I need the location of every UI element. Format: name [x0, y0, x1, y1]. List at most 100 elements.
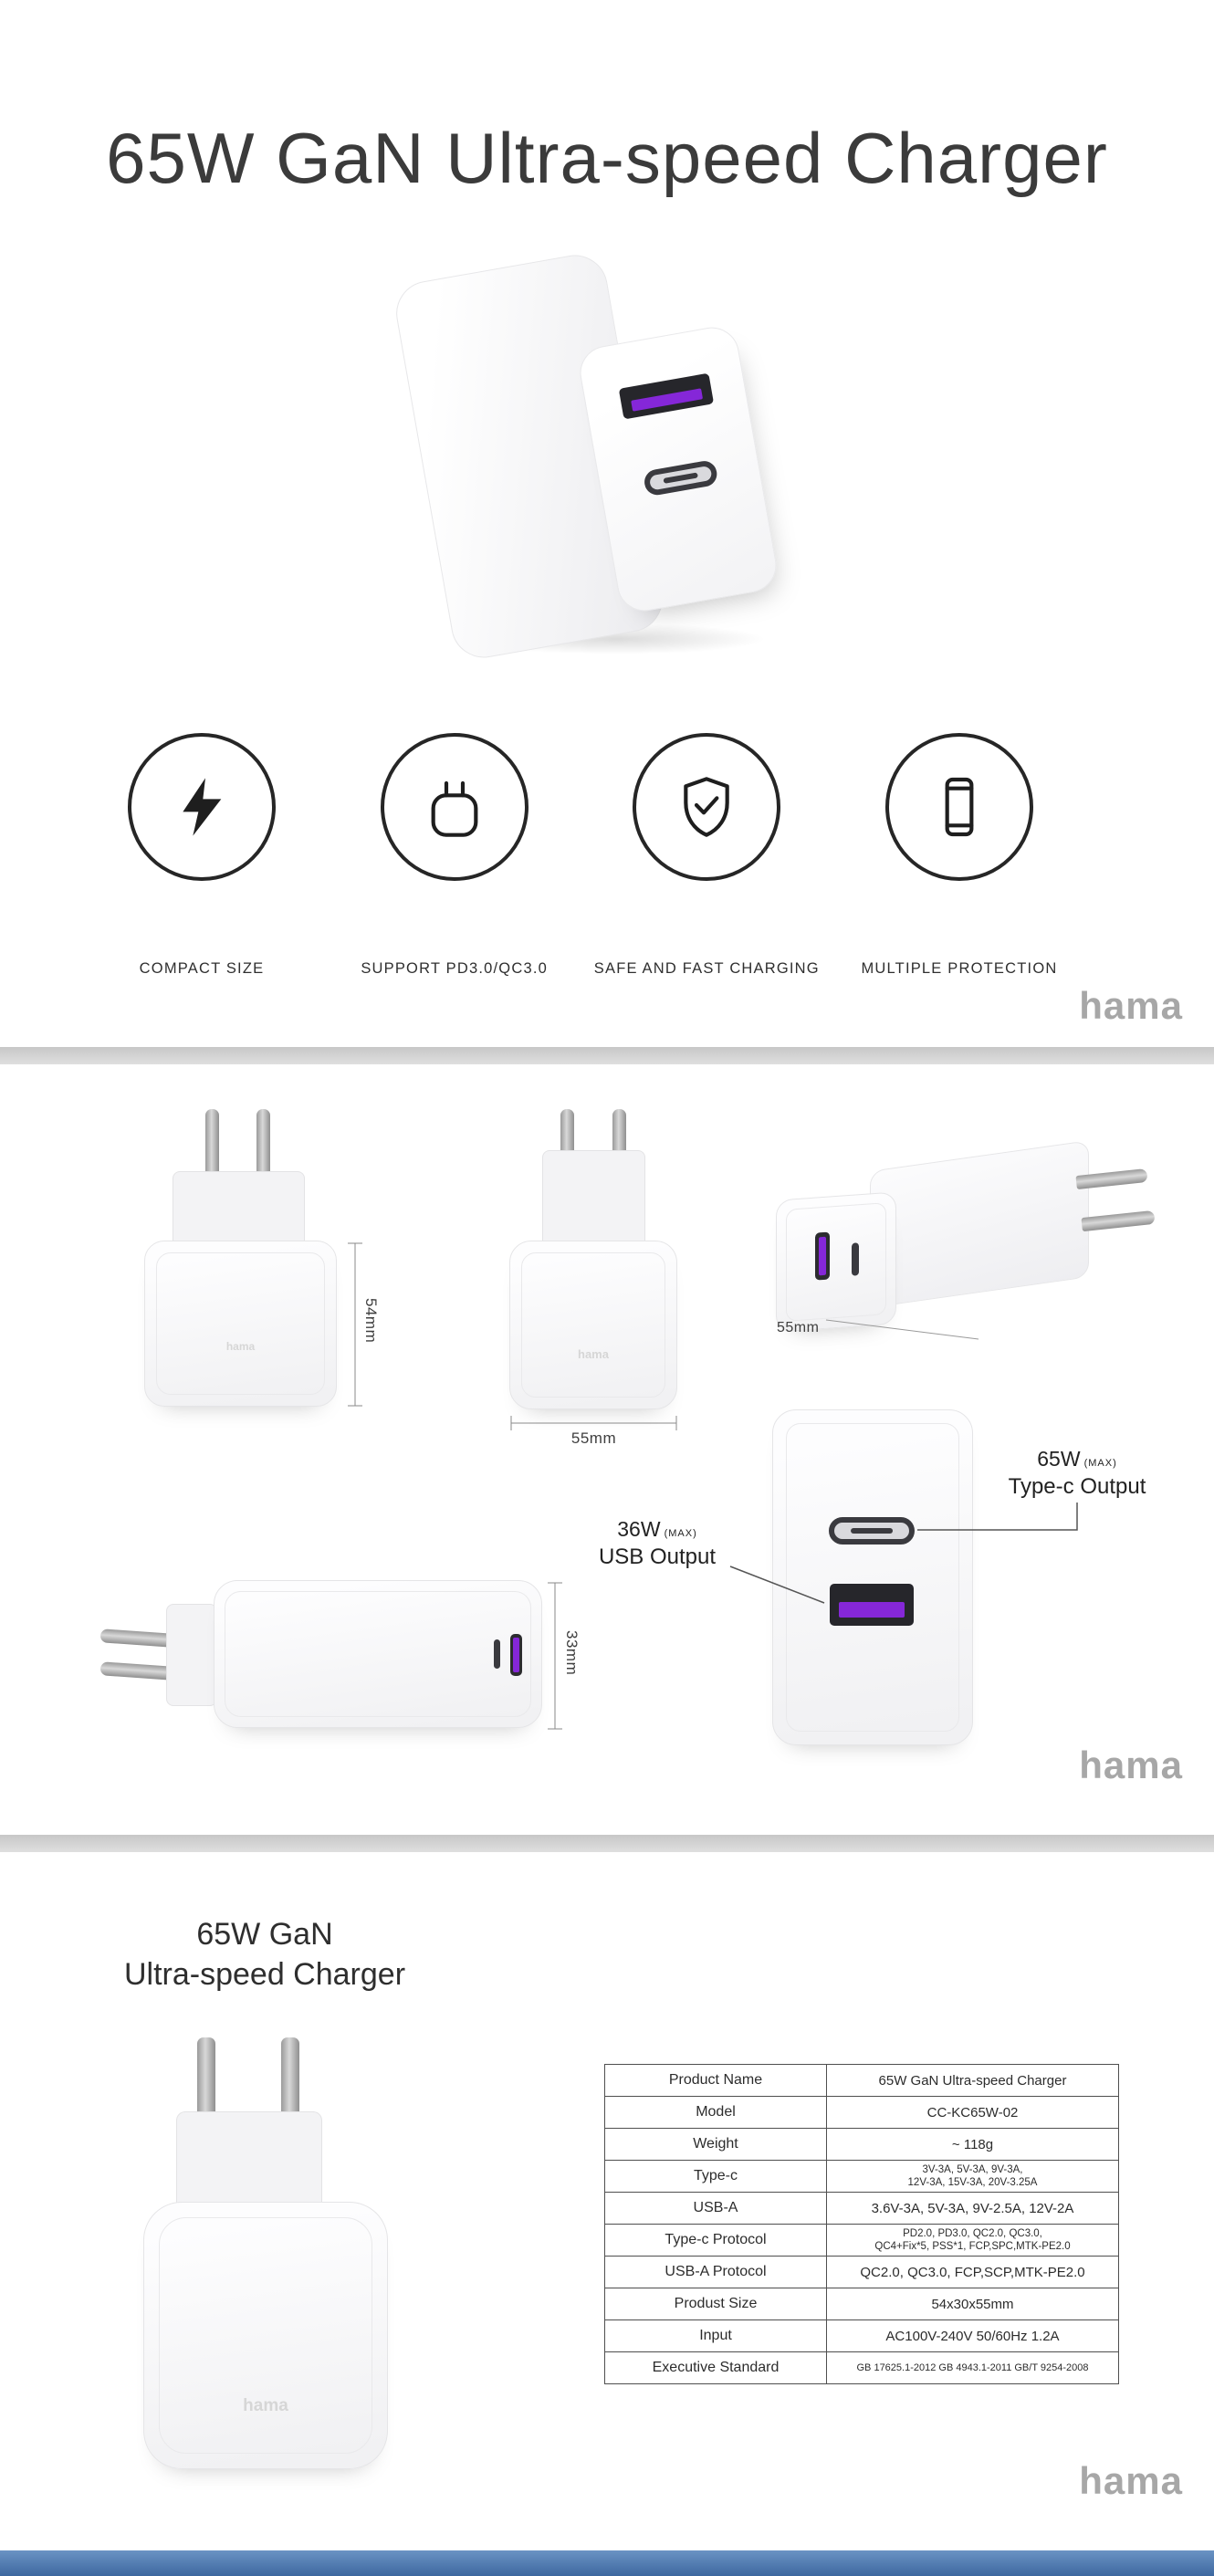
charger-body: hama	[144, 1241, 337, 1407]
power-value: 65W	[1037, 1447, 1081, 1471]
usb-c-port	[494, 1639, 500, 1669]
plug-pin	[256, 1109, 270, 1182]
feature-label: MULTIPLE PROTECTION	[861, 960, 1058, 977]
shield-check-icon	[684, 777, 730, 837]
brand-logo: hama	[1079, 2459, 1183, 2502]
spec-value: 54x30x55mm	[826, 2288, 1119, 2320]
hero-product-image	[391, 249, 817, 666]
brand-logo: hama	[1079, 1744, 1183, 1786]
usb-c-port	[829, 1517, 915, 1545]
brand-logo: hama	[1079, 984, 1183, 1027]
spec-table: Product Name 65W GaN Ultra-speed Charger…	[604, 2064, 1119, 2384]
footer-bar	[0, 2550, 1214, 2576]
spec-label: Produst Size	[604, 2288, 827, 2320]
spec-label: Product Name	[604, 2064, 827, 2097]
feature-item-compact-size: COMPACT SIZE	[83, 733, 320, 978]
lightning-icon	[183, 778, 222, 836]
feature-label: SAFE AND FAST CHARGING	[593, 960, 820, 977]
feature-circle	[128, 733, 276, 881]
spec-value: GB 17625.1-2012 GB 4943.1-2011 GB/T 9254…	[826, 2351, 1119, 2384]
usb-output-label: USB Output	[598, 1545, 717, 1569]
table-row: Weight ~ 118g	[604, 2128, 1119, 2161]
section-divider	[0, 1047, 1214, 1064]
spec-label: Weight	[604, 2128, 827, 2161]
smartphone-icon	[945, 777, 974, 837]
brand-mark: hama	[225, 1340, 256, 1353]
feature-circle	[884, 733, 1033, 881]
usb-output-power: 36W(MAX)	[584, 1517, 730, 1542]
charger-side-view: hama	[141, 1109, 361, 1410]
charger-body	[870, 1140, 1089, 1308]
feature-item-pd-qc: SUPPORT PD3.0/QC3.0	[336, 733, 573, 978]
spec-value: PD2.0, PD3.0, QC2.0, QC3.0, QC4+Fix*5, P…	[826, 2224, 1119, 2257]
typec-output-callout: 65W(MAX) Type-c Output	[990, 1447, 1164, 1500]
charger-front-face	[776, 1191, 896, 1333]
spec-value: ~ 118g	[826, 2128, 1119, 2161]
feature-label: SUPPORT PD3.0/QC3.0	[361, 960, 548, 977]
plug-pin	[281, 2037, 299, 2118]
page-title: 65W GaN Ultra-speed Charger	[106, 118, 1108, 198]
feature-item-safe-charging: SAFE AND FAST CHARGING	[588, 733, 825, 978]
specs-title: 65W GaN Ultra-speed Charger	[64, 1915, 466, 1995]
table-row: Type-c Protocol PD2.0, PD3.0, QC2.0, QC3…	[604, 2224, 1119, 2257]
table-row: USB-A Protocol QC2.0, QC3.0, FCP,SCP,MTK…	[604, 2256, 1119, 2288]
plug-base	[173, 1171, 305, 1244]
usb-a-port	[618, 372, 715, 420]
spec-value: 3V-3A, 5V-3A, 9V-3A, 12V-3A, 15V-3A, 20V…	[826, 2160, 1119, 2193]
charger-body: hama	[143, 2202, 388, 2469]
plug-pin	[1081, 1209, 1156, 1232]
plug-pin	[99, 1628, 174, 1648]
usb-c-port	[642, 458, 719, 497]
spec-label: Model	[604, 2096, 827, 2129]
brand-mark: hama	[578, 1347, 609, 1361]
feature-item-protection: MULTIPLE PROTECTION	[841, 733, 1078, 978]
dim-thickness-label: 33mm	[563, 1630, 581, 1676]
table-row: Produst Size 54x30x55mm	[604, 2288, 1119, 2320]
spec-value: QC2.0, QC3.0, FCP,SCP,MTK-PE2.0	[826, 2256, 1119, 2288]
spec-label: Type-c	[604, 2160, 827, 2193]
feature-circle	[633, 733, 781, 881]
spec-label: USB-A	[604, 2192, 827, 2225]
plug-pin	[205, 1109, 219, 1182]
usb-output-callout: 36W(MAX) USB Output	[584, 1517, 730, 1570]
usb-c-port	[852, 1242, 859, 1276]
spec-value: 3.6V-3A, 5V-3A, 9V-2.5A, 12V-2A	[826, 2192, 1119, 2225]
spec-label: Input	[604, 2319, 827, 2352]
spec-value: AC100V-240V 50/60Hz 1.2A	[826, 2319, 1119, 2352]
usb-a-port	[510, 1634, 522, 1676]
feature-label: COMPACT SIZE	[139, 960, 265, 977]
table-row: Input AC100V-240V 50/60Hz 1.2A	[604, 2319, 1119, 2352]
typec-output-label: Type-c Output	[1008, 1474, 1146, 1499]
table-row: Executive Standard GB 17625.1-2012 GB 49…	[604, 2351, 1119, 2384]
usb-a-port	[815, 1231, 830, 1281]
specs-title-line2: Ultra-speed Charger	[123, 1956, 406, 1992]
feature-circle	[380, 733, 529, 881]
feature-row: COMPACT SIZE SUPPORT PD3.0/QC3.0 SAFE AN…	[83, 733, 1078, 978]
charger-angled-view	[771, 1140, 1164, 1345]
max-note: (MAX)	[1083, 1458, 1117, 1469]
spec-value: CC-KC65W-02	[826, 2096, 1119, 2129]
specs-title-line1: 65W GaN	[196, 1917, 333, 1952]
plug-base	[542, 1150, 645, 1244]
plug-pin	[197, 2037, 215, 2118]
plug-base	[166, 1604, 217, 1706]
dim-height-label: 54mm	[362, 1298, 380, 1344]
charger-front-view: hama	[509, 1109, 683, 1410]
dim-depth-label: 55mm	[777, 1320, 820, 1335]
table-row: Type-c 3V-3A, 5V-3A, 9V-3A, 12V-3A, 15V-…	[604, 2160, 1119, 2193]
table-row: Product Name 65W GaN Ultra-speed Charger	[604, 2064, 1119, 2097]
charger-body: hama	[509, 1241, 677, 1409]
plug-pin	[99, 1661, 174, 1681]
section-divider	[0, 1835, 1214, 1852]
spec-label: Type-c Protocol	[604, 2224, 827, 2257]
plug-pin	[612, 1109, 626, 1157]
specs-product-image: hama	[137, 2037, 392, 2476]
power-value: 36W	[617, 1517, 661, 1541]
charger-body	[214, 1580, 542, 1728]
spec-label: Executive Standard	[604, 2351, 827, 2384]
wall-charger-icon	[431, 780, 478, 837]
brand-mark: hama	[243, 2396, 288, 2415]
dim-width-label: 55mm	[570, 1429, 617, 1447]
spec-value: 65W GaN Ultra-speed Charger	[826, 2064, 1119, 2097]
